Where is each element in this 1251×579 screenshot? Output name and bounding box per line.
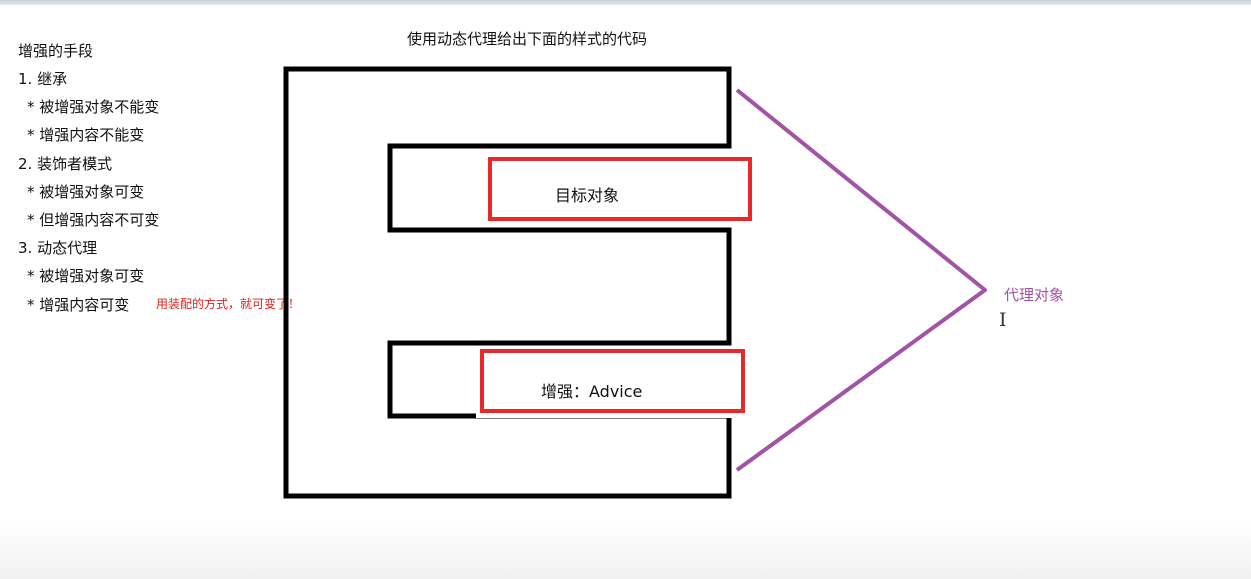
window-top-strip: [0, 0, 1251, 5]
notes-item: * 被增强对象可变: [27, 267, 145, 285]
notes-item: * 增强内容不能变: [27, 126, 145, 144]
advice-label: 增强：Advice: [541, 382, 643, 401]
notes-item: 2. 装饰者模式: [18, 155, 113, 173]
notes-heading: 增强的手段: [18, 42, 94, 60]
target-object-box: [488, 157, 752, 221]
target-object-label: 目标对象: [555, 186, 620, 205]
proxy-pointer-lines: [735, 88, 987, 472]
notes-item: * 被增强对象不能变: [27, 98, 160, 116]
text-cursor-icon: I: [999, 309, 1007, 331]
notes-item: * 但增强内容不可变: [27, 211, 160, 229]
notes-item: 3. 动态代理: [18, 239, 98, 257]
bottom-fade: [0, 520, 1251, 579]
advice-box: [480, 349, 745, 413]
red-annotation: 用装配的方式，就可变了！: [156, 297, 301, 311]
notes-item: 1. 继承: [18, 70, 68, 88]
notes-item: * 增强内容可变: [27, 296, 130, 314]
proxy-outline: [283, 66, 732, 499]
proxy-object-label: 代理对象: [1004, 286, 1065, 304]
notes-item: * 被增强对象可变: [27, 183, 145, 201]
page-title: 使用动态代理给出下面的样式的代码: [407, 30, 648, 48]
